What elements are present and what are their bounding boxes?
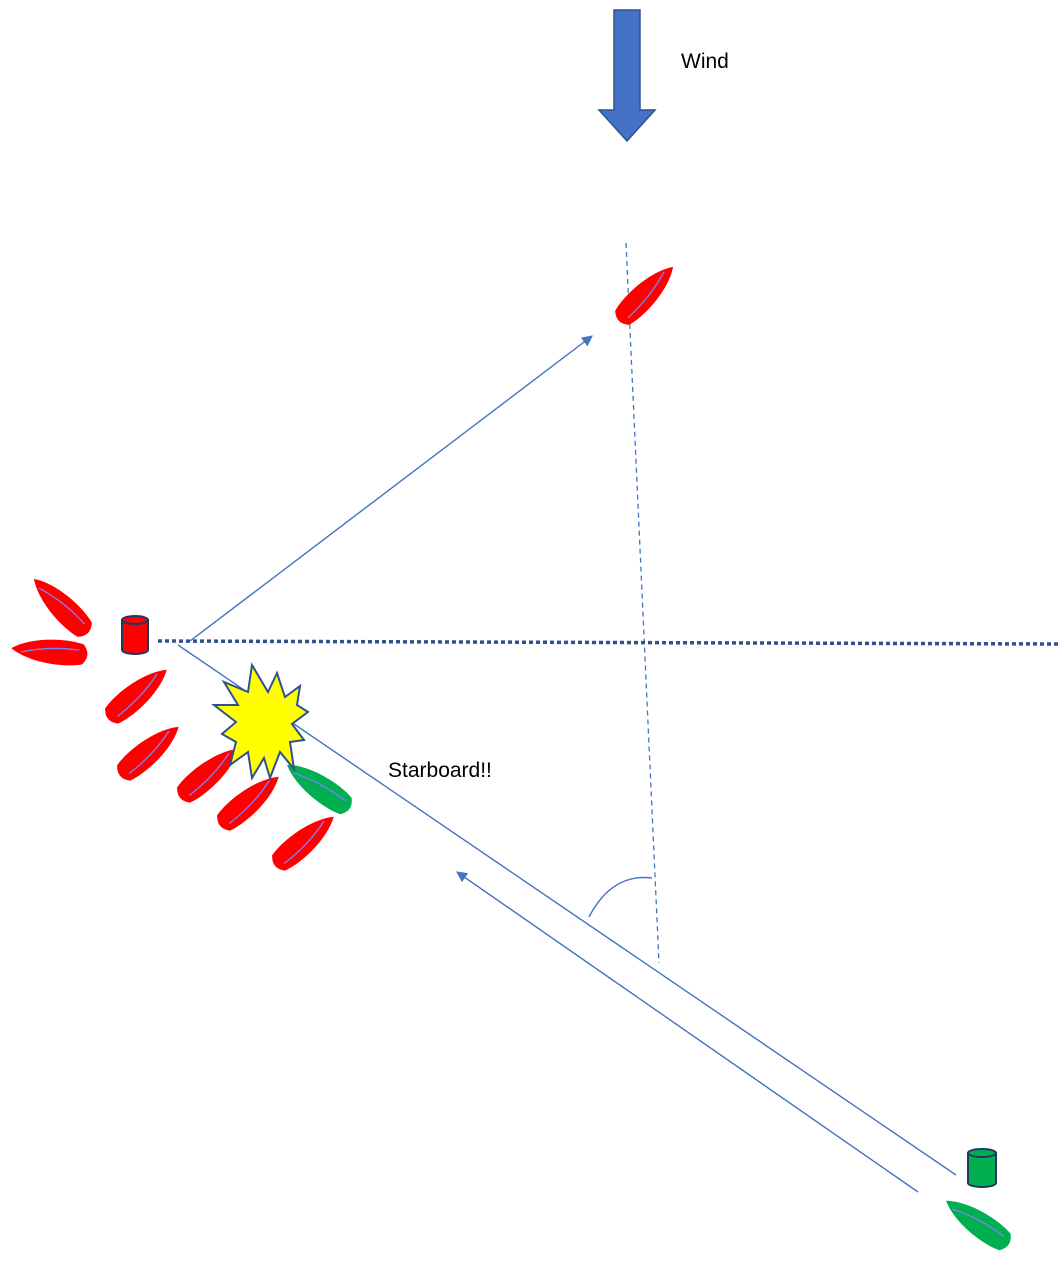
red-boat-top [609,257,683,331]
red-mark [121,615,149,655]
wind-arrow [597,9,657,143]
red-boat [9,635,90,668]
starboard-label: Starboard!! [388,759,492,782]
red-boat [24,569,98,643]
layline [177,644,957,1176]
green-mark [967,1148,997,1188]
red-boat [111,716,188,787]
angle-arc [588,876,653,918]
red-boat [211,766,288,837]
wind-label: Wind [681,50,729,73]
red-boat [99,659,176,730]
red-boat [266,806,343,877]
start-line [157,639,1058,646]
green-boat-bottom [938,1189,1017,1256]
wind-direction-line [625,242,660,964]
down-arrow-icon [597,9,657,143]
course-arrow-green-boat [456,871,919,1193]
explosion-icon [211,662,310,782]
course-arrow-to-top-boat [189,335,593,642]
